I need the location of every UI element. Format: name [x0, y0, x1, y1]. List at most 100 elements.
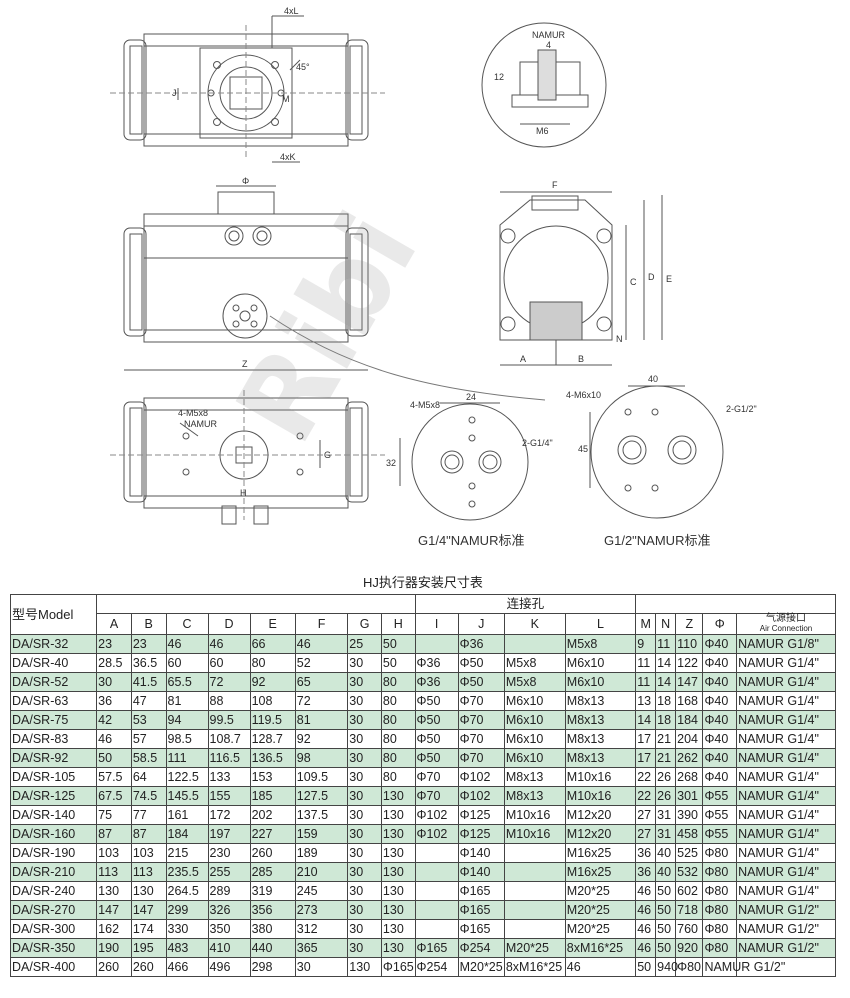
table-cell: 50 [96, 748, 132, 768]
table-cell: 602 [675, 881, 704, 901]
table-cell: 36 [96, 691, 132, 711]
table-cell: Φ254 [414, 957, 459, 977]
table-cell: 260 [96, 957, 132, 977]
table-cell: Φ36 [457, 634, 505, 654]
table-cell: 122 [675, 653, 704, 673]
table-cell: 21 [655, 729, 677, 749]
table-cell: M16x25 [564, 843, 637, 863]
column-header: G [347, 613, 382, 635]
column-header: K [503, 613, 566, 635]
dim-h: H [240, 488, 247, 498]
table-cell: 108 [249, 691, 296, 711]
table-cell: 80 [380, 672, 416, 692]
model-cell: DA/SR-32 [9, 634, 98, 654]
column-header: Φ [702, 613, 738, 635]
table-cell: Φ50 [457, 653, 505, 673]
dim-m6: M6 [536, 126, 549, 136]
table-cell: 98.5 [165, 729, 209, 749]
dim-4xl: 4xL [284, 6, 299, 16]
model-cell: DA/SR-240 [9, 881, 98, 901]
table-cell: M12x20 [564, 805, 637, 825]
table-cell: 350 [207, 919, 251, 939]
table-cell: 31 [655, 805, 677, 825]
table-cell: M8x13 [564, 748, 637, 768]
table-cell: 108.7 [207, 729, 251, 749]
table-cell: 30 [347, 881, 382, 901]
table-cell: 312 [294, 919, 349, 939]
table-cell: 130 [347, 957, 382, 977]
dim-45: 45° [296, 62, 310, 72]
table-cell: 74.5 [130, 786, 167, 806]
table-cell: 159 [294, 824, 349, 844]
column-header: C [165, 613, 209, 635]
table-cell: 30 [347, 672, 382, 692]
table-cell: M6x10 [503, 748, 566, 768]
table-cell: 147 [96, 900, 132, 920]
model-cell: DA/SR-125 [9, 786, 98, 806]
table-cell: 365 [294, 938, 349, 958]
table-cell: 30 [347, 767, 382, 787]
table-cell: 255 [207, 862, 251, 882]
table-cell: 50 [655, 919, 677, 939]
watermark-logo: Ribi [212, 192, 442, 463]
table-cell: 67.5 [96, 786, 132, 806]
table-cell: NAMUR G1/4" [736, 710, 836, 730]
dim-b: B [578, 354, 584, 364]
table-cell: Φ254 [457, 938, 505, 958]
table-cell: 111 [165, 748, 209, 768]
table-cell: NAMUR G1/4" [736, 786, 836, 806]
table-cell: 87 [130, 824, 167, 844]
table-cell: Φ102 [457, 786, 505, 806]
table-cell: Φ70 [414, 767, 459, 787]
table-cell: 410 [207, 938, 251, 958]
table-cell: 88 [207, 691, 251, 711]
table-cell [414, 634, 459, 654]
table-cell: Φ140 [457, 843, 505, 863]
table-cell: 80 [380, 710, 416, 730]
table-cell: 50 [635, 957, 657, 977]
side-view [499, 191, 663, 366]
table-cell: 168 [675, 691, 704, 711]
table-cell: 204 [675, 729, 704, 749]
table-cell: Φ80 [675, 957, 704, 977]
table-cell: 99.5 [207, 710, 251, 730]
column-header: M [635, 613, 657, 635]
table-cell: 185 [249, 786, 296, 806]
table-cell: 22 [635, 786, 657, 806]
table-cell: 130 [380, 919, 416, 939]
table-cell: 50 [655, 938, 677, 958]
svg-text:Ribi: Ribi [212, 192, 442, 463]
table-cell: 65.5 [165, 672, 209, 692]
table-cell: M8x13 [564, 729, 637, 749]
table-cell: 40 [655, 862, 677, 882]
table-cell: M8x13 [564, 691, 637, 711]
table-cell: M8x13 [503, 767, 566, 787]
table-cell: NAMUR G1/4" [736, 805, 836, 825]
table-cell: 103 [130, 843, 167, 863]
column-header: L [564, 613, 637, 635]
table-cell: 41.5 [130, 672, 167, 692]
table-cell: 184 [675, 710, 704, 730]
table-cell: 50 [380, 653, 416, 673]
table-cell: 466 [165, 957, 209, 977]
column-header: N [655, 613, 677, 635]
model-cell: DA/SR-92 [9, 748, 98, 768]
table-cell: 113 [96, 862, 132, 882]
table-cell: 30 [347, 748, 382, 768]
table-cell: Φ36 [414, 672, 459, 692]
table-cell: 23 [96, 634, 132, 654]
table-cell: 26 [655, 767, 677, 787]
table-cell: 30 [347, 653, 382, 673]
table-cell: M10x16 [564, 767, 637, 787]
table-cell: 227 [249, 824, 296, 844]
column-header: I [414, 613, 459, 635]
table-cell: 155 [207, 786, 251, 806]
table-cell: 94 [165, 710, 209, 730]
table-cell: 87 [96, 824, 132, 844]
